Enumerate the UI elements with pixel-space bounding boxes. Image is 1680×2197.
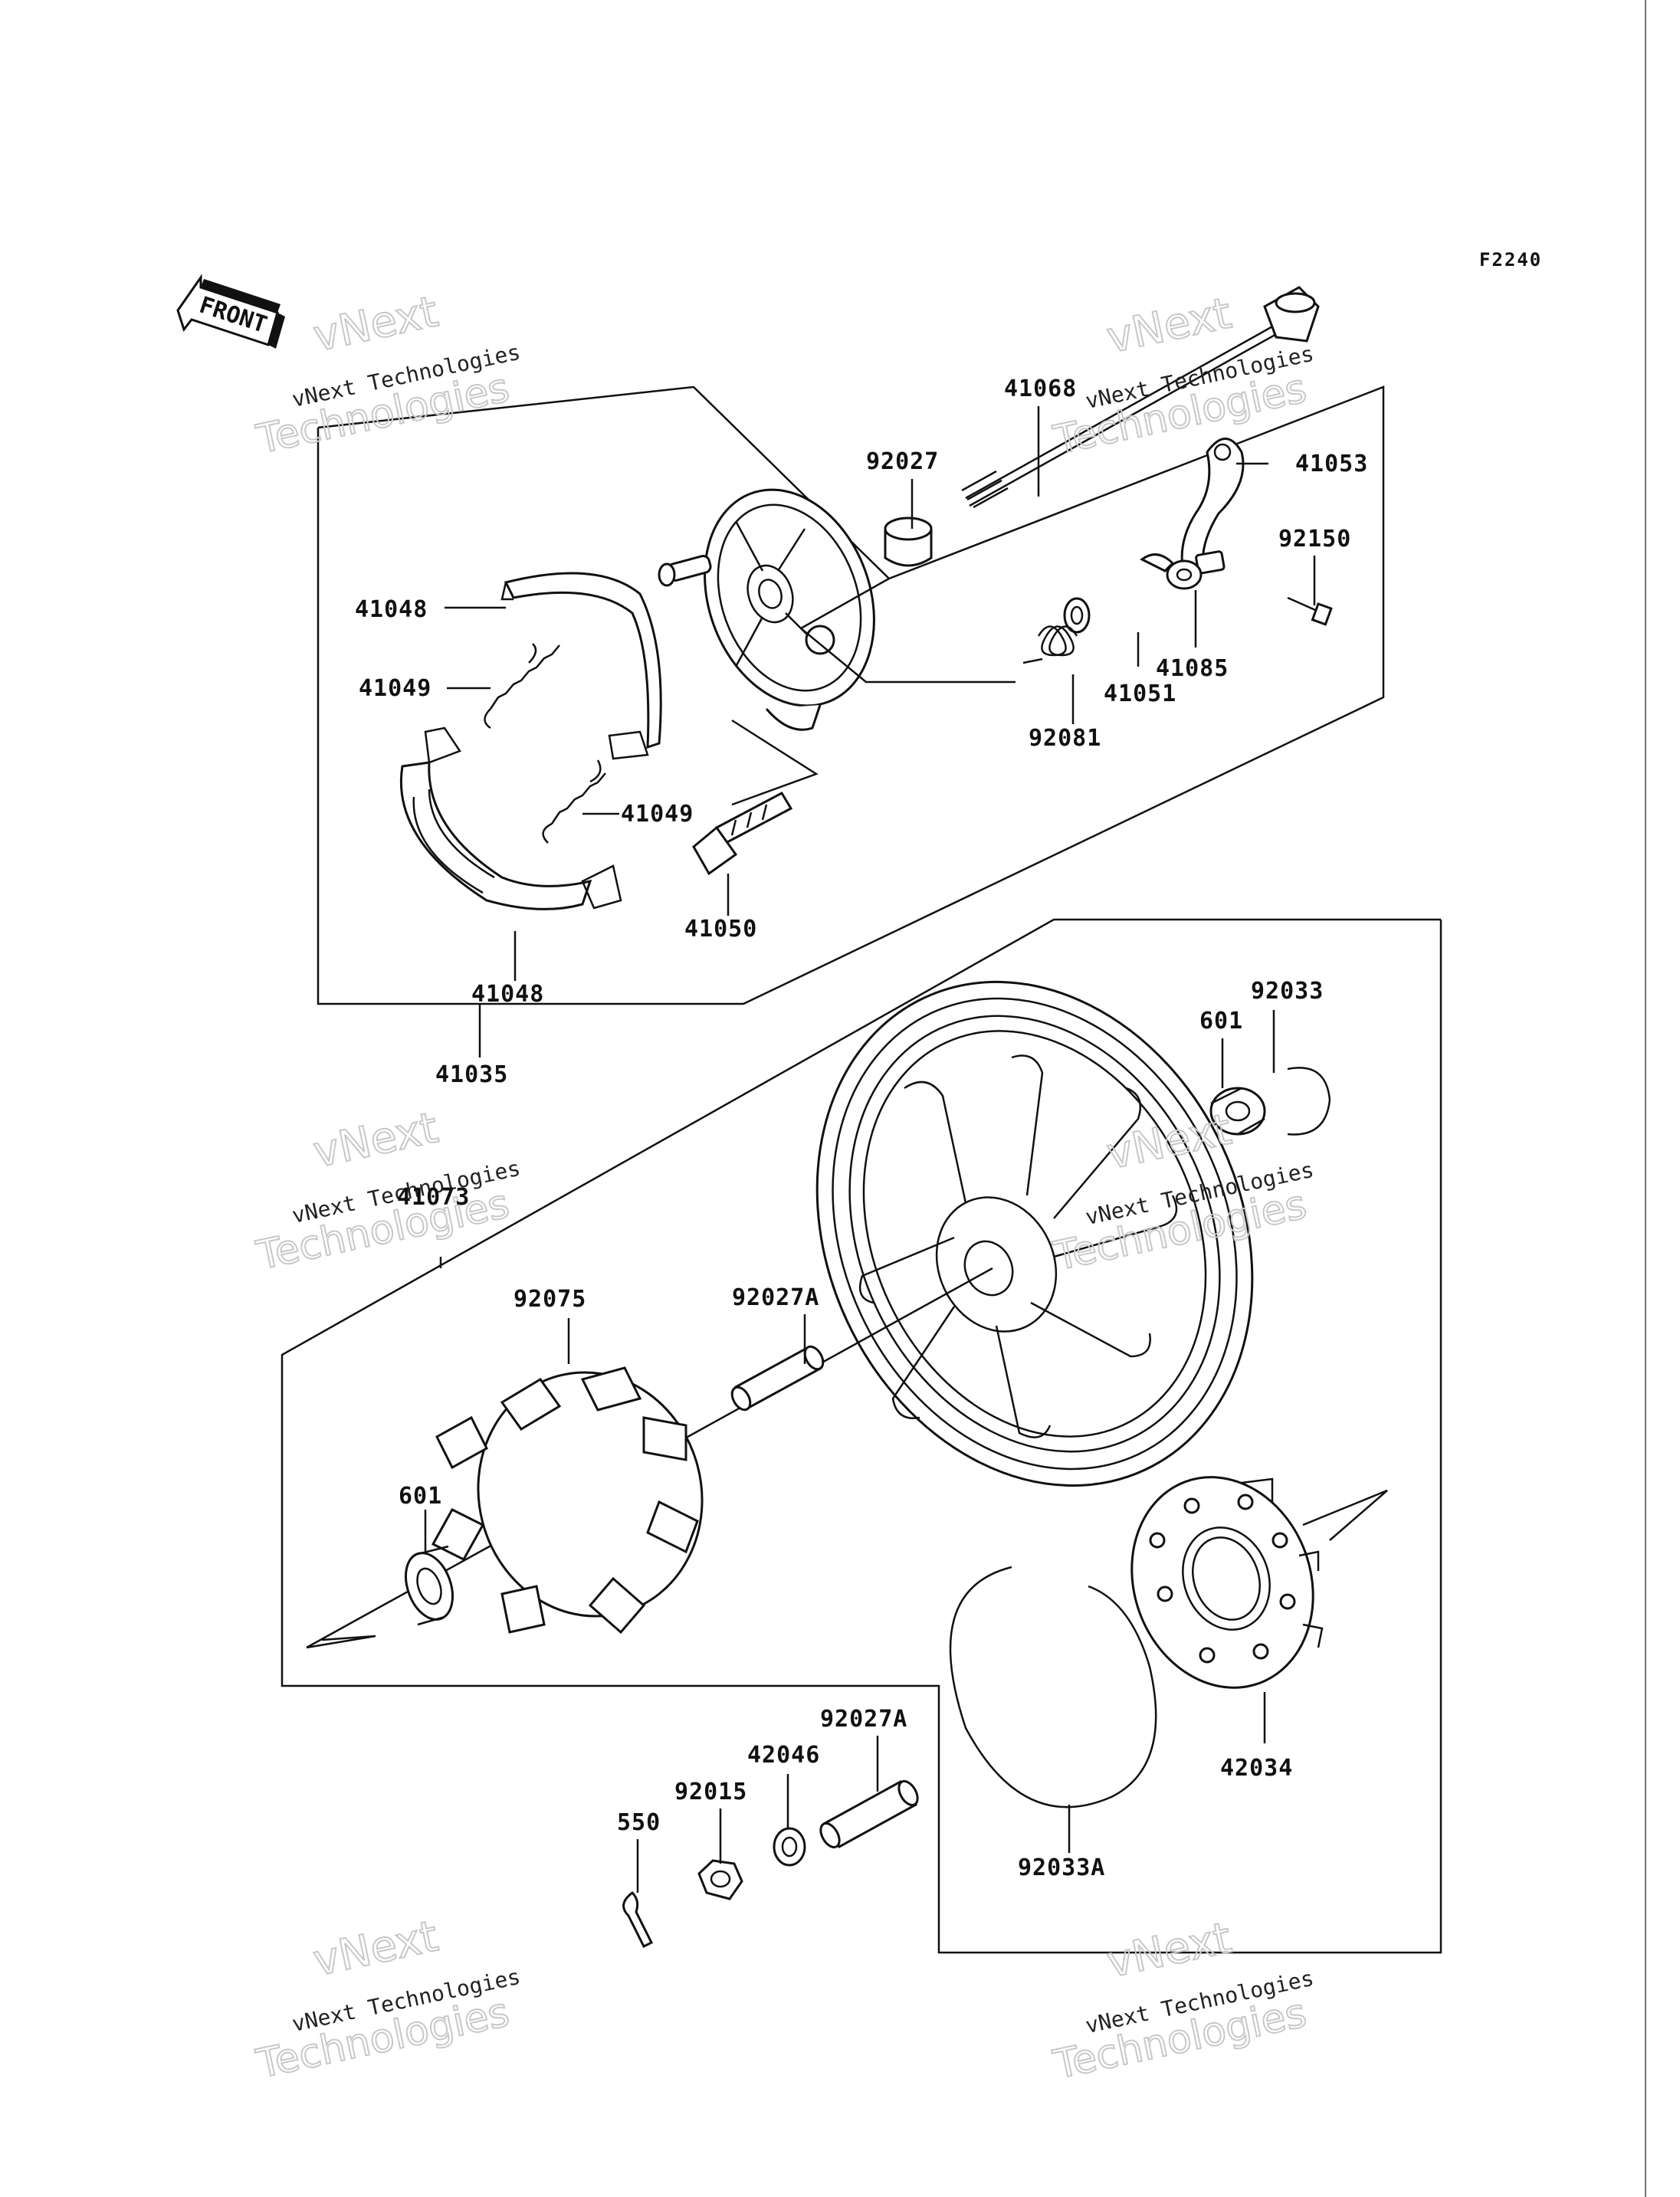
part-label: 41051 [1104, 680, 1176, 707]
bearing-601-left [405, 1545, 454, 1626]
svg-text:vNext: vNext [309, 1911, 442, 1986]
svg-text:vNext: vNext [1103, 1913, 1236, 1988]
part-label: 92033 [1251, 978, 1324, 1005]
leader-lines-upper [445, 406, 1316, 1058]
svg-text:vNext: vNext [309, 1103, 442, 1178]
part-label: 92027 [866, 448, 939, 475]
part-label: 41049 [621, 801, 694, 828]
watermark-bottom-left: vNext vNext Technologies Technologies [251, 1910, 522, 2088]
figure-code: F2240 [1479, 249, 1542, 271]
spring-92081 [1022, 625, 1078, 664]
part-labels: 41068 92027 41053 92150 41048 41049 4108… [355, 375, 1368, 1881]
part-label: 92150 [1278, 526, 1351, 553]
seal-41051 [1063, 597, 1091, 634]
part-label: 41049 [359, 675, 431, 702]
part-label: 42046 [747, 1742, 820, 1769]
collar-92027A [730, 1345, 825, 1412]
circlip-92033 [1287, 1067, 1331, 1136]
svg-text:vNext: vNext [1103, 288, 1236, 363]
damper-92075 [431, 1366, 704, 1635]
part-label: 41085 [1156, 655, 1229, 682]
part-label: 41048 [471, 981, 544, 1008]
part-label: 550 [617, 1809, 661, 1836]
part-label: 41073 [397, 1184, 470, 1211]
leader-lines-lower [424, 1010, 1275, 1893]
watermark-mid-left: vNext vNext Technologies Technologies [251, 1102, 522, 1280]
part-label: 601 [1199, 1008, 1243, 1035]
part-label: 41050 [684, 916, 757, 943]
wear-indicator-41085 [1140, 553, 1203, 590]
part-label: 601 [399, 1483, 442, 1510]
circlip-92033A [949, 1566, 1157, 1808]
watermark-top-left: vNext vNext Technologies Technologies [251, 286, 522, 464]
part-label: 41053 [1295, 451, 1368, 477]
wheel-rim [815, 980, 1254, 1487]
part-label: 92027A [820, 1706, 907, 1733]
nut-92015 [697, 1859, 743, 1900]
brake-lever-41053 [1180, 438, 1245, 576]
part-label: 41068 [1004, 375, 1077, 402]
part-label: 42034 [1220, 1755, 1293, 1782]
brake-cam-41050 [692, 792, 793, 876]
cotter-pin-550 [622, 1891, 654, 1949]
spring-41049-lower [542, 759, 606, 844]
sprocket-axis-line [1302, 1489, 1388, 1541]
wheel-left-axis-line [306, 1635, 376, 1649]
spring-41049-upper [484, 643, 560, 730]
part-label: 41035 [435, 1061, 508, 1088]
bearing-601-right [1209, 1087, 1266, 1136]
part-label: 92081 [1029, 725, 1101, 752]
collar-92027A-lower [819, 1779, 919, 1849]
brake-shoe-lower [399, 726, 622, 910]
sprocket-hub-42034 [1130, 1476, 1324, 1689]
collar-92027 [884, 516, 933, 567]
front-arrow-icon: FRONT [176, 274, 285, 349]
brake-assembly-outline [317, 385, 1385, 1005]
part-label: 92033A [1018, 1854, 1105, 1881]
brake-panel [658, 488, 875, 731]
washer-42046 [773, 1827, 806, 1867]
part-label: 41048 [355, 596, 428, 623]
wheel-assembly-outline [281, 918, 1442, 1954]
part-label: 92027A [732, 1284, 819, 1311]
brake-shoe-upper [500, 572, 662, 760]
part-label: 92015 [674, 1779, 747, 1805]
bolt-92150 [1287, 596, 1333, 626]
axle-41068 [961, 286, 1320, 509]
part-label: 92075 [514, 1286, 586, 1313]
svg-text:vNext: vNext [309, 287, 442, 362]
watermark-bottom-right: vNext vNext Technologies Technologies [1048, 1912, 1316, 2089]
